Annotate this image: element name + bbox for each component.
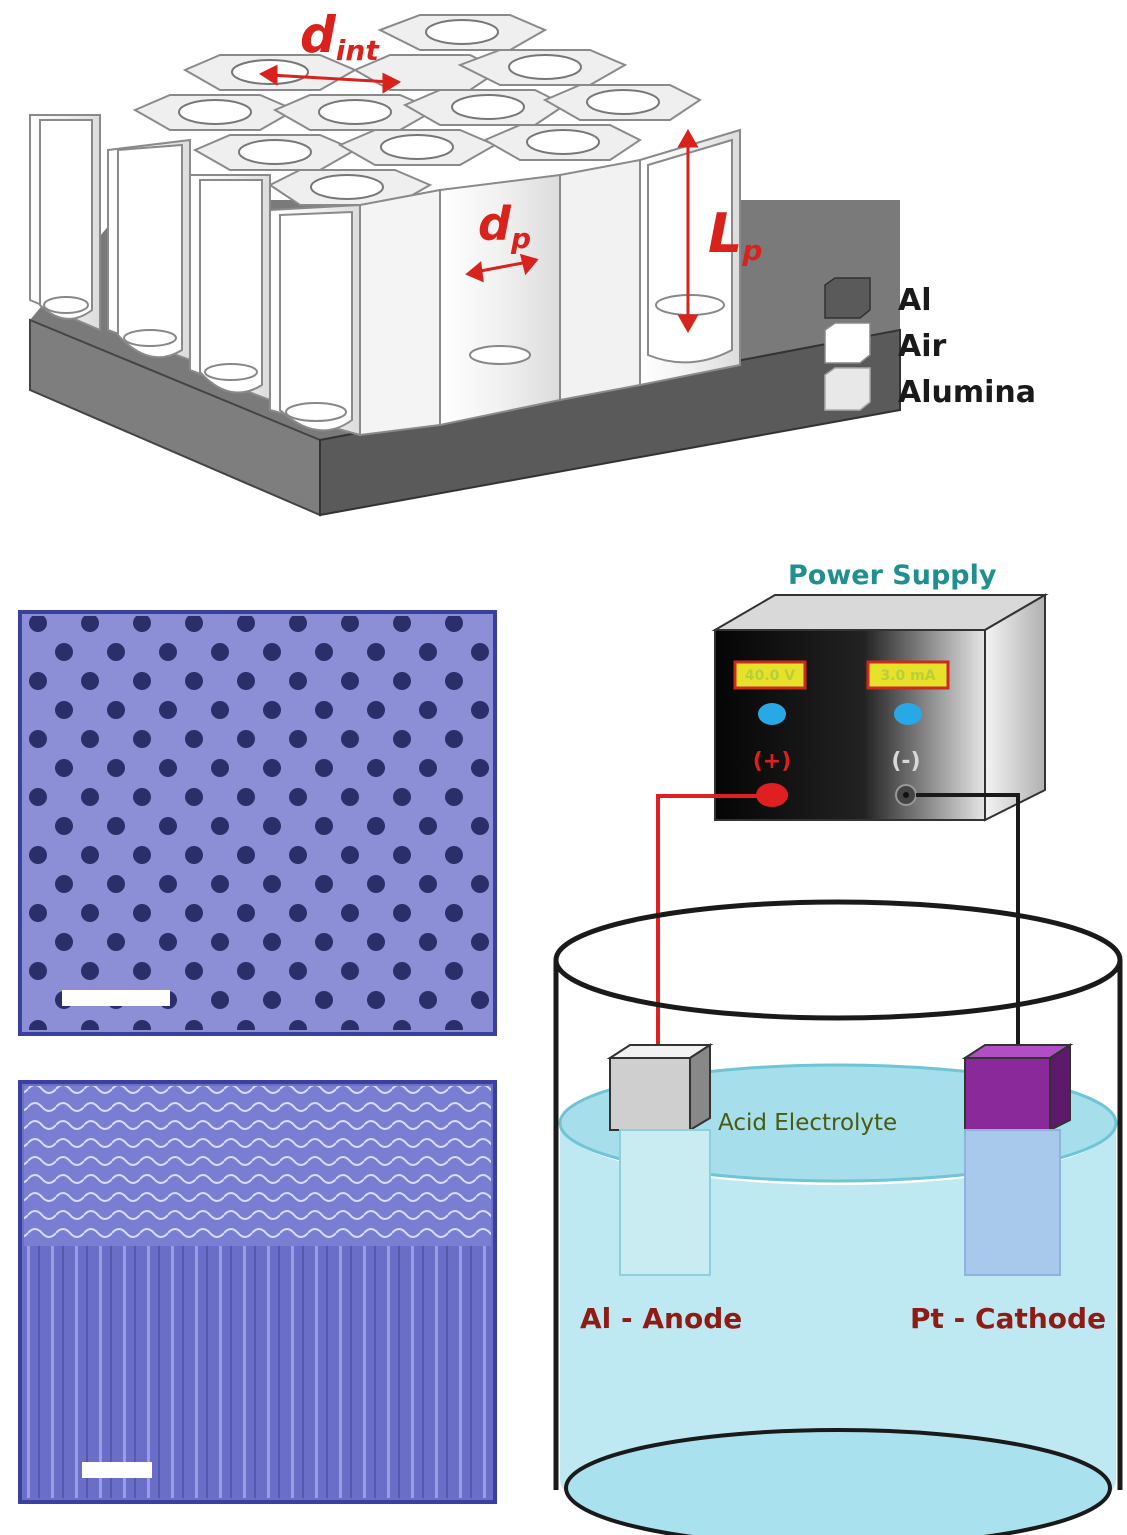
legend-item-air: Air xyxy=(824,322,947,364)
cathode-label: Pt - Cathode xyxy=(910,1302,1106,1335)
svg-text:3.0 mA: 3.0 mA xyxy=(880,668,935,684)
wire-positive xyxy=(656,794,758,1048)
power-supply: 40.0 V 3.0 mA (+) (-) xyxy=(711,593,1049,822)
sem-top-view xyxy=(18,610,497,1036)
legend-item-alumina: Alumina xyxy=(824,367,1036,411)
pt-cathode xyxy=(961,1043,1074,1276)
sem-cross-section xyxy=(18,1080,497,1504)
voltage-knob xyxy=(758,703,786,725)
current-knob xyxy=(894,703,922,725)
positive-terminal xyxy=(756,783,788,807)
anode-label: Al - Anode xyxy=(580,1302,742,1335)
label-d-p: dp xyxy=(478,197,531,255)
svg-text:Al: Al xyxy=(898,283,932,318)
label-L-p: Lp xyxy=(708,202,762,267)
porous-alumina-structure: dint dp Lp xyxy=(29,6,901,517)
label-d-int: dint xyxy=(300,6,380,67)
legend-item-al: Al xyxy=(824,277,932,319)
current-display xyxy=(866,660,950,690)
electrolyte-label: Acid Electrolyte xyxy=(718,1110,897,1136)
svg-text:Alumina: Alumina xyxy=(898,375,1036,410)
negative-terminal-label: (-) xyxy=(891,749,920,774)
positive-terminal-label: (+) xyxy=(753,749,792,774)
front-walls xyxy=(29,114,741,437)
power-supply-title: Power Supply xyxy=(788,560,997,591)
pore-openings xyxy=(178,19,660,200)
wire-negative xyxy=(916,793,1020,1048)
pore-bottoms xyxy=(43,294,725,422)
voltage-display xyxy=(733,660,807,690)
svg-text:Air: Air xyxy=(898,329,947,364)
svg-text:40.0 V: 40.0 V xyxy=(745,668,795,684)
dimension-arrows xyxy=(258,64,699,334)
legend: Al Air Alumina xyxy=(824,277,1036,411)
scale-bar-bottom xyxy=(82,1462,152,1478)
scale-bar-top xyxy=(62,990,170,1006)
al-anode xyxy=(606,1043,714,1276)
anodization-setup: Power Supply 40.0 V 3.0 mA (+) (-) xyxy=(553,560,1123,1535)
